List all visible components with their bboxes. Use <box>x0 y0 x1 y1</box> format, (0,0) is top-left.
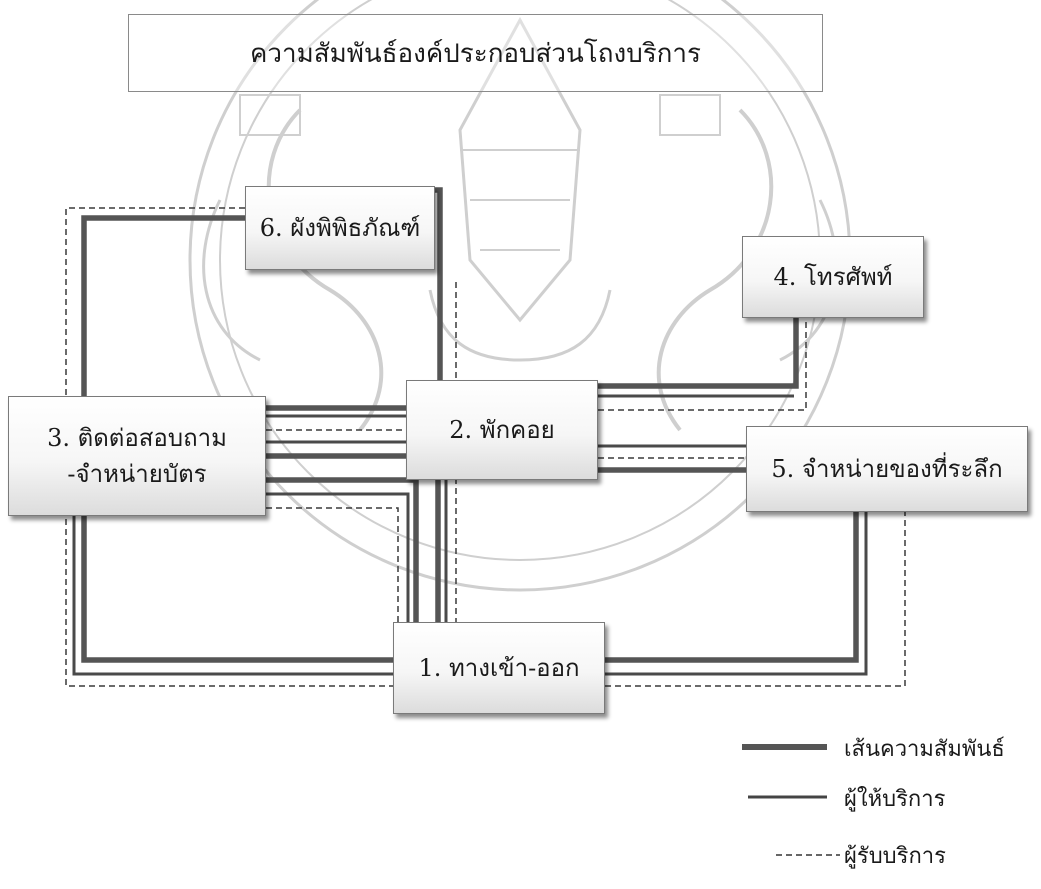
node-lounge: 2. พักคอย <box>406 380 598 480</box>
legend-relation: เส้นความสัมพันธ์ <box>844 737 1005 762</box>
node-info-line1: 3. ติดต่อสอบถาม <box>47 424 227 452</box>
node-info-line2: -จำหน่ายบัตร <box>67 460 207 488</box>
node-diorama: 6. ผังพิพิธภัณฑ์ <box>245 186 435 270</box>
node-souvenir: 5. จำหน่ายของที่ระลึก <box>746 426 1028 512</box>
node-entrance: 1. ทางเข้า-ออก <box>393 622 605 714</box>
provider-lines <box>72 394 868 676</box>
node-info-ticket: 3. ติดต่อสอบถาม -จำหน่ายบัตร <box>8 396 266 516</box>
legend-samples <box>742 744 840 856</box>
seal-watermark <box>188 0 852 592</box>
legend-provider: ผู้ให้บริการ <box>844 787 946 812</box>
node-entrance-label: 1. ทางเข้า-ออก <box>418 654 580 682</box>
node-lounge-label: 2. พักคอย <box>449 416 555 444</box>
node-telephone: 4. โทรศัพท์ <box>742 236 924 318</box>
node-telephone-label: 4. โทรศัพท์ <box>773 263 893 291</box>
receiver-lines <box>65 207 906 687</box>
diagram-title-box: ความสัมพันธ์องค์ประกอบส่วนโถงบริการ <box>128 14 823 92</box>
node-info-ticket-text: 3. ติดต่อสอบถาม -จำหน่ายบัตร <box>47 420 227 492</box>
legend-receiver: ผู้รับบริการ <box>844 844 946 869</box>
diagram-title: ความสัมพันธ์องค์ประกอบส่วนโถงบริการ <box>250 38 701 69</box>
node-souvenir-label: 5. จำหน่ายของที่ระลึก <box>771 455 1003 483</box>
relation-lines <box>81 187 859 663</box>
node-diorama-label: 6. ผังพิพิธภัณฑ์ <box>259 214 421 242</box>
